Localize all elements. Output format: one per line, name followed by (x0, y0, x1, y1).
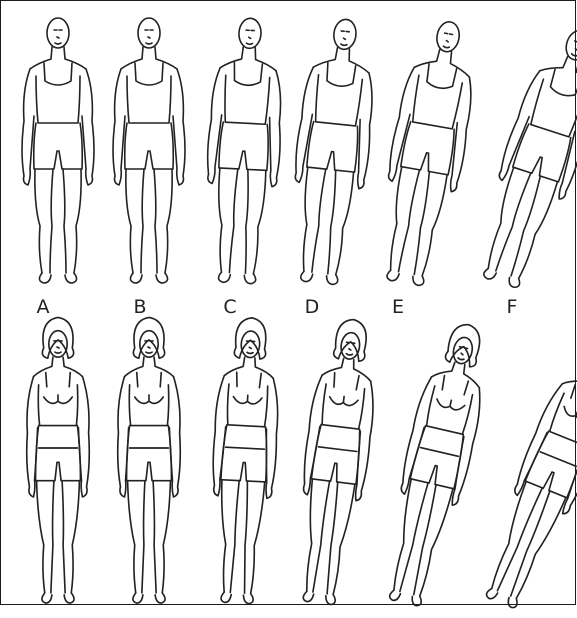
male-row-figure-a (22, 18, 94, 283)
label-e: E (383, 296, 413, 318)
male-row-figure-c (201, 16, 287, 284)
female-row-figure-d (288, 316, 385, 607)
label-c: C (215, 296, 245, 318)
label-a: A (28, 296, 58, 318)
male-row-figure-d (283, 16, 382, 287)
figure-frame (0, 0, 576, 605)
label-d: D (297, 296, 327, 318)
label-b: B (125, 296, 155, 318)
male-row-figure-e (369, 16, 486, 289)
male-row-figure-f (466, 20, 577, 294)
female-row-figure-e (374, 318, 499, 610)
female-row-figure-c (206, 316, 283, 604)
male-row-figure-b (113, 18, 185, 283)
label-f: F (497, 296, 527, 318)
female-row-figure-f (471, 326, 577, 614)
female-row-figure-a (27, 317, 90, 603)
female-row-figure-b (118, 317, 181, 603)
